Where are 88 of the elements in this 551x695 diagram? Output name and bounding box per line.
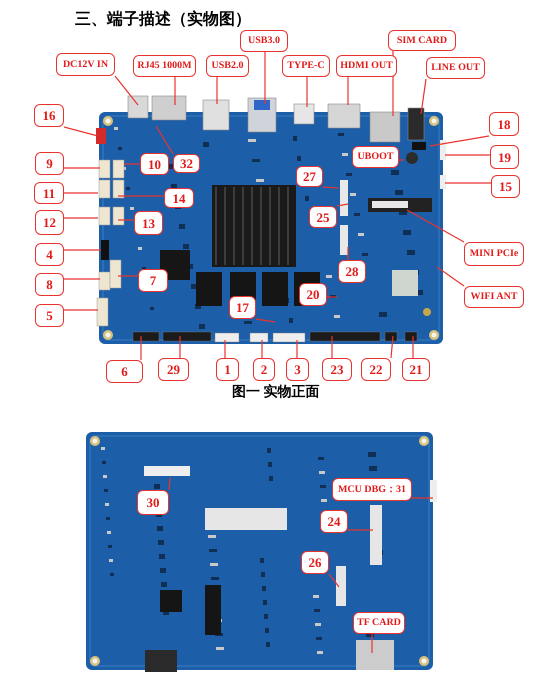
leader-line bbox=[216, 77, 218, 104]
callout-bubble: 5 bbox=[35, 304, 64, 327]
callout-bubble: 13 bbox=[134, 211, 163, 235]
leader-line bbox=[306, 77, 308, 107]
leader-line bbox=[168, 478, 171, 490]
leader-line bbox=[406, 209, 464, 243]
callout-bubble: WIFI ANT bbox=[464, 286, 524, 308]
callout-bubble: 4 bbox=[35, 243, 64, 266]
leader-line bbox=[64, 167, 100, 169]
leader-line bbox=[296, 340, 298, 358]
callout-bubble: 30 bbox=[137, 490, 169, 515]
leader-line bbox=[390, 336, 394, 358]
callout-bubble: 20 bbox=[299, 283, 327, 306]
callout-bubble: HDMI OUT bbox=[336, 55, 397, 77]
callout-bubble: 16 bbox=[34, 104, 64, 127]
leader-line bbox=[140, 336, 142, 360]
callout-bubble: 2 bbox=[253, 358, 275, 381]
leader-line bbox=[331, 336, 333, 358]
callout-bubble: 19 bbox=[490, 145, 519, 169]
leader-line bbox=[347, 77, 349, 105]
callout-bubble: TYPE-C bbox=[282, 55, 330, 77]
leader-line bbox=[174, 77, 176, 105]
leader-line bbox=[256, 318, 276, 323]
leader-line bbox=[445, 154, 490, 156]
leader-line bbox=[114, 76, 138, 106]
figure-caption: 图一 实物正面 bbox=[232, 383, 320, 401]
callout-bubble: 17 bbox=[229, 296, 256, 319]
callout-bubble: 28 bbox=[338, 260, 366, 283]
leader-line bbox=[412, 497, 433, 499]
callout-bubble: 11 bbox=[34, 182, 64, 204]
callout-bubble: 25 bbox=[309, 206, 337, 228]
callout-bubble: 3 bbox=[286, 358, 309, 381]
callout-bubble: TF CARD bbox=[353, 612, 405, 634]
leader-line bbox=[436, 266, 464, 286]
callout-bubble: 7 bbox=[138, 269, 168, 292]
leader-line bbox=[412, 336, 414, 358]
callout-bubble: USB3.0 bbox=[240, 30, 288, 52]
leader-line bbox=[64, 217, 98, 219]
leader-line bbox=[261, 340, 263, 358]
callout-bubble: 22 bbox=[361, 358, 391, 381]
leader-line bbox=[179, 336, 181, 358]
leader-line bbox=[328, 574, 340, 588]
callout-bubble: DC12V IN bbox=[56, 53, 115, 76]
callout-bubble: 1 bbox=[216, 358, 239, 381]
callout-bubble: MCU DBG：31 bbox=[332, 478, 412, 501]
leader-line bbox=[327, 296, 337, 298]
leader-line bbox=[430, 135, 490, 147]
leader-line bbox=[371, 634, 373, 653]
leader-line bbox=[264, 52, 266, 104]
callout-bubble: RJ45 1000M bbox=[133, 55, 196, 77]
callout-bubble: 10 bbox=[140, 153, 169, 175]
callout-bubble: 24 bbox=[320, 510, 348, 533]
callout-bubble: 18 bbox=[489, 112, 519, 136]
callout-bubble: 21 bbox=[402, 358, 430, 381]
leader-line bbox=[64, 278, 100, 280]
leader-line bbox=[420, 78, 427, 114]
callout-bubble: 12 bbox=[35, 210, 64, 235]
leader-line bbox=[64, 126, 98, 137]
callout-bubble: UBOOT bbox=[352, 146, 399, 168]
callout-bubble: 32 bbox=[173, 154, 200, 173]
leader-line bbox=[64, 309, 98, 311]
leader-line bbox=[64, 192, 98, 194]
leader-line bbox=[124, 163, 140, 165]
callout-bubble: SIM CARD bbox=[388, 30, 456, 51]
leader-line bbox=[348, 529, 373, 531]
callout-bubble: 6 bbox=[106, 360, 143, 383]
callout-bubble: 26 bbox=[301, 551, 329, 574]
leader-line bbox=[64, 249, 101, 251]
leader-line bbox=[336, 203, 348, 207]
callout-bubble: 23 bbox=[322, 358, 352, 381]
callout-bubble: MINI PCIe bbox=[464, 242, 524, 266]
callout-bubble: 14 bbox=[164, 188, 194, 208]
leader-line bbox=[118, 219, 134, 221]
leader-line bbox=[445, 182, 491, 184]
callout-bubble: LINE OUT bbox=[426, 57, 485, 79]
leader-line bbox=[155, 126, 174, 154]
leader-line bbox=[118, 195, 164, 197]
section-heading: 三、端子描述（实物图） bbox=[75, 9, 251, 30]
leader-line bbox=[224, 340, 226, 358]
callout-bubble: 27 bbox=[296, 166, 323, 187]
callout-bubble: 9 bbox=[35, 152, 64, 175]
leader-line bbox=[118, 275, 138, 277]
callout-bubble: USB2.0 bbox=[206, 55, 249, 77]
callout-bubble: 15 bbox=[491, 175, 520, 198]
leader-line bbox=[347, 247, 349, 260]
leader-line bbox=[322, 186, 338, 189]
callout-bubble: 8 bbox=[35, 273, 64, 296]
callout-bubble: 29 bbox=[158, 358, 189, 381]
